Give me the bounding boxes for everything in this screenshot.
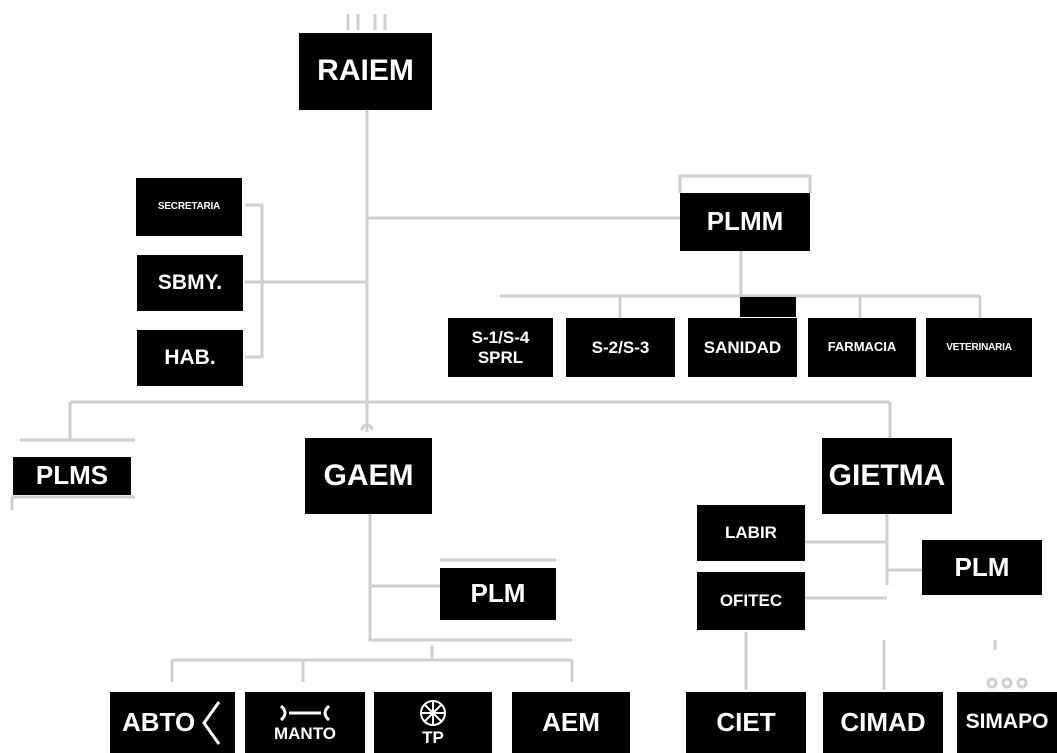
node-plmm: PLMM — [680, 193, 810, 251]
node-tp-label: TP — [422, 727, 444, 747]
node-aem: AEM — [512, 692, 630, 753]
node-gietma: GIETMA — [822, 438, 952, 514]
node-cimad: CIMAD — [823, 692, 943, 753]
node-manto-label: MANTO — [273, 723, 336, 743]
node-manto: MANTO — [245, 692, 365, 753]
node-sanidad: SANIDAD — [688, 318, 797, 377]
node-s1-s4-sprl: S-1/S-4 SPRL — [448, 318, 553, 377]
node-sprl-label: SPRL — [477, 347, 524, 367]
node-plms: PLMS — [13, 457, 131, 495]
node-plm-gaem: PLM — [440, 568, 556, 620]
node-veterinaria: VETERINARIA — [926, 318, 1032, 377]
node-ciet: CIET — [686, 692, 806, 753]
node-simapo: SIMAPO — [957, 692, 1057, 753]
node-tp: TP — [374, 692, 492, 753]
node-ofitec: OFITEC — [697, 572, 805, 630]
node-marker — [740, 297, 796, 317]
node-abto: ABTO — [110, 692, 235, 753]
node-sbmy: SBMY. — [137, 255, 243, 311]
chevron-left-icon — [202, 700, 221, 745]
node-labir: LABIR — [697, 505, 805, 561]
wrench-icon — [279, 704, 331, 721]
node-s1-s4-label: S-1/S-4 — [471, 327, 530, 347]
node-hab: HAB. — [137, 330, 243, 386]
node-plm-gietma: PLM — [922, 540, 1042, 595]
node-abto-label: ABTO — [122, 706, 196, 737]
node-gaem: GAEM — [305, 438, 432, 514]
node-farmacia: FARMACIA — [808, 318, 916, 377]
node-raiem: RAIEM — [299, 33, 432, 110]
node-secretaria: SECRETARIA — [136, 178, 242, 236]
node-s2-s3: S-2/S-3 — [566, 318, 675, 377]
wheel-icon — [420, 699, 446, 726]
